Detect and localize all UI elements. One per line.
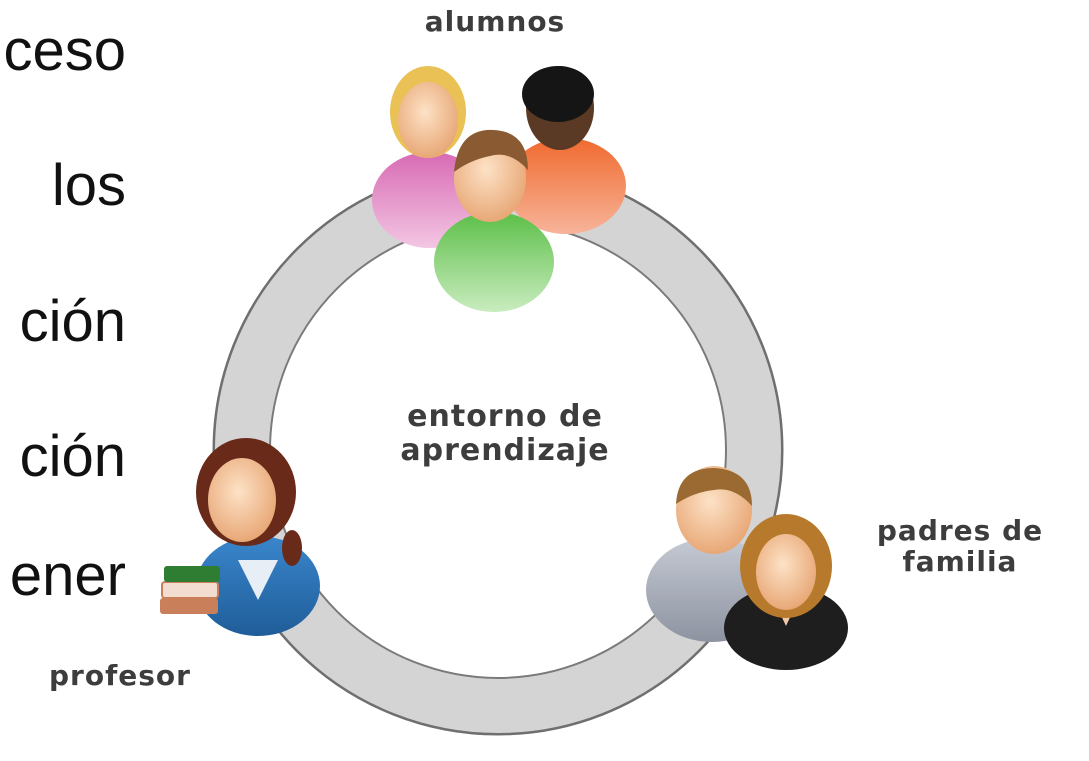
center-label-line-2: aprendizaje xyxy=(400,432,610,468)
parents-label: padres de familia xyxy=(840,515,1080,578)
students-label: alumnos xyxy=(424,5,566,38)
left-text-line-4: ción xyxy=(19,424,126,489)
students-icon xyxy=(372,66,626,312)
parents-label-line-2: familia xyxy=(902,545,1018,579)
teacher-label: profesor xyxy=(49,659,191,692)
center-label-line-1: entorno de xyxy=(407,399,603,434)
parents-label-line-1: padres de xyxy=(876,514,1044,547)
center-label: entorno de aprendizaje xyxy=(340,400,670,467)
parents-icon xyxy=(646,466,848,670)
left-text-line-3: ción xyxy=(19,289,126,354)
teacher-icon xyxy=(160,438,320,636)
left-text-line-2: los xyxy=(51,153,126,218)
left-text-line-1: ceso xyxy=(3,18,126,83)
books-icon xyxy=(160,566,220,614)
left-text-line-5: ener xyxy=(9,543,126,608)
